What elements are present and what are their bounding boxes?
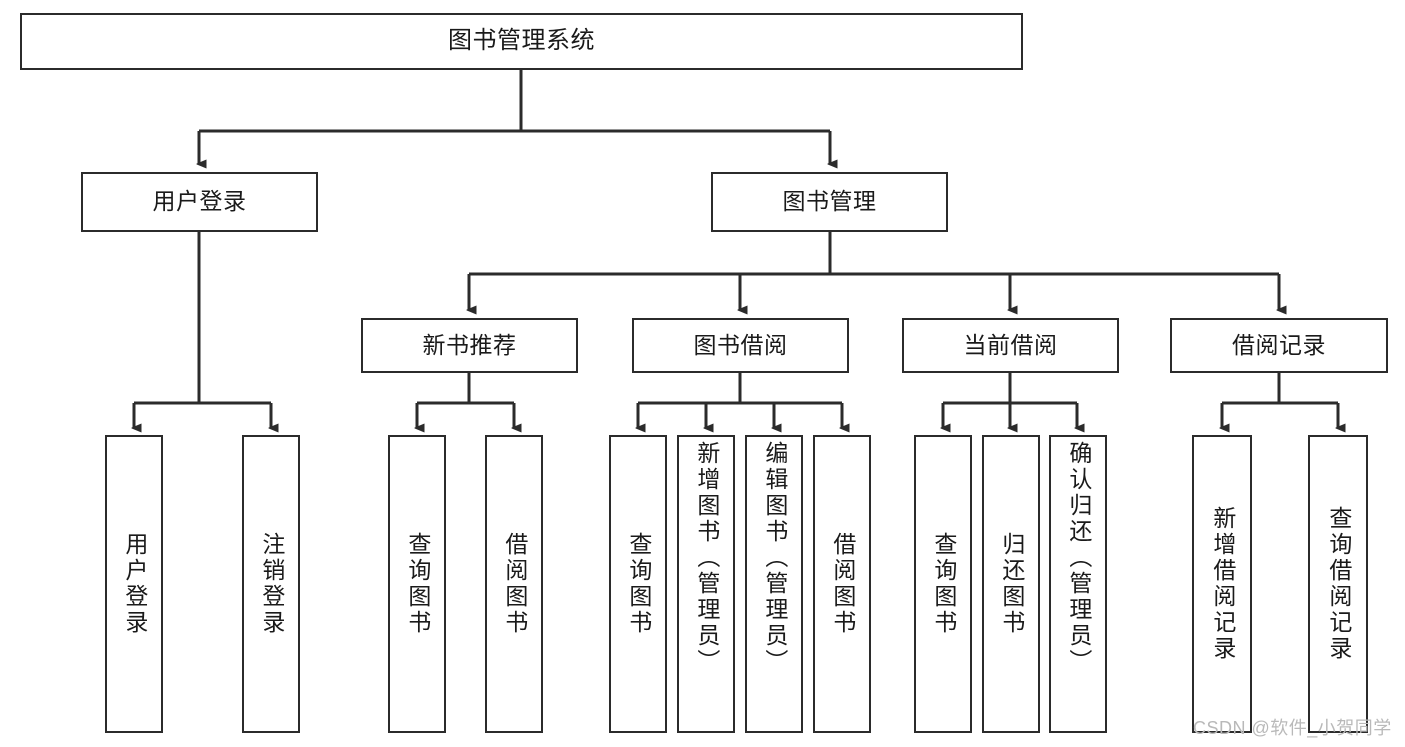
leaf-query-borrow-record[interactable]: 查询借阅记录: [1308, 435, 1368, 733]
node-book-manage[interactable]: 图书管理: [711, 172, 948, 232]
node-label: 归还图书: [998, 532, 1025, 636]
leaf-logout-login[interactable]: 注销登录: [242, 435, 300, 733]
leaf-user-login[interactable]: 用户登录: [105, 435, 163, 733]
leaf-borrow-book-2[interactable]: 借阅图书: [813, 435, 871, 733]
node-user-login[interactable]: 用户登录: [81, 172, 318, 232]
leaf-query-book-1[interactable]: 查询图书: [388, 435, 446, 733]
leaf-query-book-2[interactable]: 查询图书: [609, 435, 667, 733]
leaf-add-borrow-record[interactable]: 新增借阅记录: [1192, 435, 1252, 733]
node-label: 确认归还（管理员）: [1065, 441, 1092, 675]
node-current-borrow[interactable]: 当前借阅: [902, 318, 1119, 373]
leaf-borrow-book-1[interactable]: 借阅图书: [485, 435, 543, 733]
node-label: 用户登录: [152, 188, 247, 215]
node-label: 借阅图书: [501, 532, 528, 636]
leaf-confirm-return-admin[interactable]: 确认归还（管理员）: [1049, 435, 1107, 733]
node-label: 图书管理: [782, 188, 877, 215]
watermark-text: CSDN @软件_小贺同学: [1193, 718, 1392, 738]
leaf-query-book-3[interactable]: 查询图书: [914, 435, 972, 733]
node-label: 用户登录: [121, 532, 148, 636]
node-label: 图书管理系统: [448, 27, 595, 55]
node-root-system[interactable]: 图书管理系统: [20, 13, 1023, 70]
leaf-return-book[interactable]: 归还图书: [982, 435, 1040, 733]
node-label: 借阅图书: [829, 532, 856, 636]
node-new-book-recommend[interactable]: 新书推荐: [361, 318, 578, 373]
node-borrow-record[interactable]: 借阅记录: [1170, 318, 1388, 373]
node-label: 查询图书: [930, 532, 957, 636]
node-label: 编辑图书（管理员）: [761, 441, 788, 675]
node-label: 新书推荐: [422, 331, 517, 358]
node-label: 图书借阅: [693, 331, 788, 358]
node-label: 借阅记录: [1232, 331, 1326, 358]
node-label: 查询图书: [404, 532, 431, 636]
node-label: 查询借阅记录: [1325, 506, 1352, 662]
node-label: 新增图书（管理员）: [693, 441, 720, 675]
leaf-edit-book-admin[interactable]: 编辑图书（管理员）: [745, 435, 803, 733]
leaf-add-book-admin[interactable]: 新增图书（管理员）: [677, 435, 735, 733]
node-label: 新增借阅记录: [1209, 506, 1236, 662]
node-label: 查询图书: [625, 532, 652, 636]
node-label: 当前借阅: [963, 331, 1058, 358]
node-label: 注销登录: [258, 532, 285, 636]
node-book-borrow[interactable]: 图书借阅: [632, 318, 849, 373]
